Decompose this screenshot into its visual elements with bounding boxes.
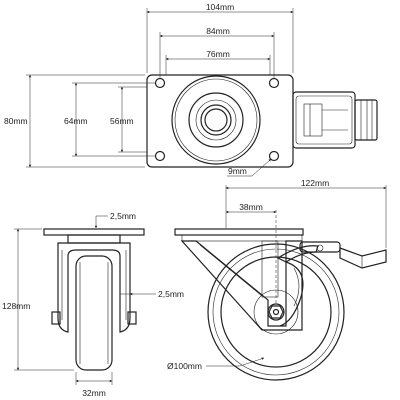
dim-plate-thickness: 2,5mm [94,211,136,229]
dim-32: 32mm [75,372,113,398]
side-view: 122mm 38mm Ø100mm [167,178,387,381]
dim-100: Ø100mm [167,357,265,371]
dim-128: 128mm [2,228,74,371]
dim-122: 122mm [225,178,387,248]
plate-hole [154,77,166,89]
dim-76-label: 76mm [206,49,230,59]
dim-fork-thickness-label: 2,5mm [158,289,184,299]
side-wheel [207,243,345,381]
dim-56-label: 56mm [110,116,134,126]
front-wheel [75,255,113,371]
brake-housing [292,91,378,149]
front-view: 2,5mm 2,5mm 128mm 32mm [2,211,184,398]
dim-84-label: 84mm [206,26,230,36]
plate-hole [154,150,166,162]
dim-56: 56mm [110,86,147,153]
dim-plate-thickness-label: 2,5mm [110,211,136,221]
dim-128-label: 128mm [2,301,30,311]
dim-122-label: 122mm [301,178,329,188]
dim-38-label: 38mm [239,202,263,212]
top-view: 104mm 84mm 76mm 80mm 64mm [4,2,378,177]
dim-80-label: 80mm [4,116,28,126]
front-fork [57,242,131,333]
side-fork [180,240,303,331]
dim-80: 80mm [4,74,145,168]
dim-fork-thickness: 2,5mm [120,289,184,299]
dim-9: 9mm [227,158,272,177]
dim-9-label: 9mm [228,166,247,176]
dim-84: 84mm [159,26,275,78]
dim-100-label: Ø100mm [167,361,202,371]
dim-104: 104mm [146,2,294,73]
plate-hole [268,77,280,89]
dim-64: 64mm [64,82,155,157]
dim-76: 76mm [165,49,271,75]
dim-38: 38mm [225,202,277,305]
side-plate [174,228,304,236]
swivel-ring [171,75,261,165]
front-plate [43,228,145,236]
plate-hole [268,150,280,162]
dim-32-label: 32mm [82,388,106,398]
dim-64-label: 64mm [64,116,88,126]
dim-104-label: 104mm [206,2,234,12]
brake-lever [276,241,387,327]
